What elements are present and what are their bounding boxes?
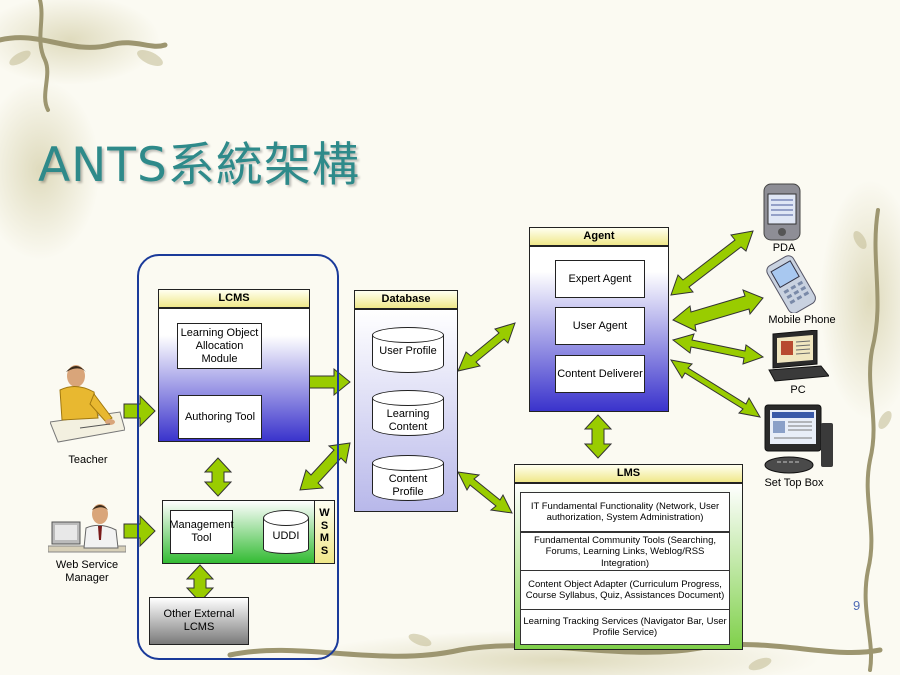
arrow-database-lms: [457, 471, 513, 514]
page-number: 9: [853, 598, 861, 613]
mobile-phone-label: Mobile Phone: [768, 314, 836, 326]
lcms-wsms-group: [137, 254, 339, 660]
pda-icon: [763, 183, 801, 241]
arrow-agent-mobile: [672, 289, 764, 332]
db-user-profile-label: User Profile: [379, 345, 437, 357]
arrow-agent-lms: [583, 414, 613, 459]
slide-title: ANTS系統架構: [38, 138, 360, 193]
other-external-lcms-label: Other External LCMS: [163, 608, 235, 633]
arrow-manager-to-wsms: [123, 514, 156, 548]
db-learning-content-label: Learning Content: [386, 408, 430, 433]
arrow-agent-settop: [669, 359, 761, 418]
content-deliverer-box: Content Deliverer: [555, 355, 645, 393]
other-external-lcms-box: Other External LCMS: [149, 597, 249, 645]
arrow-agent-pda: [670, 230, 754, 296]
lcms-header: LCMS: [158, 289, 310, 308]
mobile-phone-icon: [766, 255, 816, 313]
web-service-manager-label: Web Service Manager: [55, 559, 119, 584]
lms-content-object-adapter: Content Object Adapter (Curriculum Progr…: [520, 570, 730, 610]
expert-agent-box: Expert Agent: [555, 260, 645, 298]
uddi-cylinder: UDDI: [263, 510, 309, 554]
db-content-profile: Content Profile: [372, 455, 444, 501]
user-agent-box: User Agent: [555, 307, 645, 345]
pc-label: PC: [790, 384, 806, 396]
pda-label: PDA: [772, 242, 796, 254]
lms-community-tools: Fundamental Community Tools (Searching, …: [520, 532, 730, 572]
arrow-database-agent: [457, 322, 516, 372]
web-service-manager-illustration: [48, 504, 126, 553]
db-user-profile: User Profile: [372, 327, 444, 373]
agent-header: Agent: [529, 227, 669, 246]
allocation-module-box: Learning Object Allocation Module: [177, 323, 262, 369]
db-content-profile-label: Content Profile: [388, 473, 428, 498]
authoring-tool-box: Authoring Tool: [178, 395, 262, 439]
set-top-box-icon: [764, 404, 833, 474]
db-learning-content: Learning Content: [372, 390, 444, 436]
lms-tracking-services: Learning Tracking Services (Navigator Ba…: [520, 609, 730, 645]
database-header: Database: [354, 290, 458, 309]
arrow-lcms-wsms: [203, 457, 233, 497]
management-tool-box: Management Tool: [169, 510, 234, 554]
arrow-agent-pc: [671, 333, 765, 365]
pc-icon: [768, 330, 829, 382]
arrow-teacher-to-lcms: [123, 394, 156, 428]
lms-it-fundamental: IT Fundamental Functionality (Network, U…: [520, 492, 730, 532]
uddi-label: UDDI: [272, 530, 300, 542]
teacher-label: Teacher: [68, 454, 108, 466]
set-top-box-label: Set Top Box: [764, 477, 824, 489]
lms-header: LMS: [514, 464, 743, 483]
teacher-illustration: [50, 365, 125, 443]
